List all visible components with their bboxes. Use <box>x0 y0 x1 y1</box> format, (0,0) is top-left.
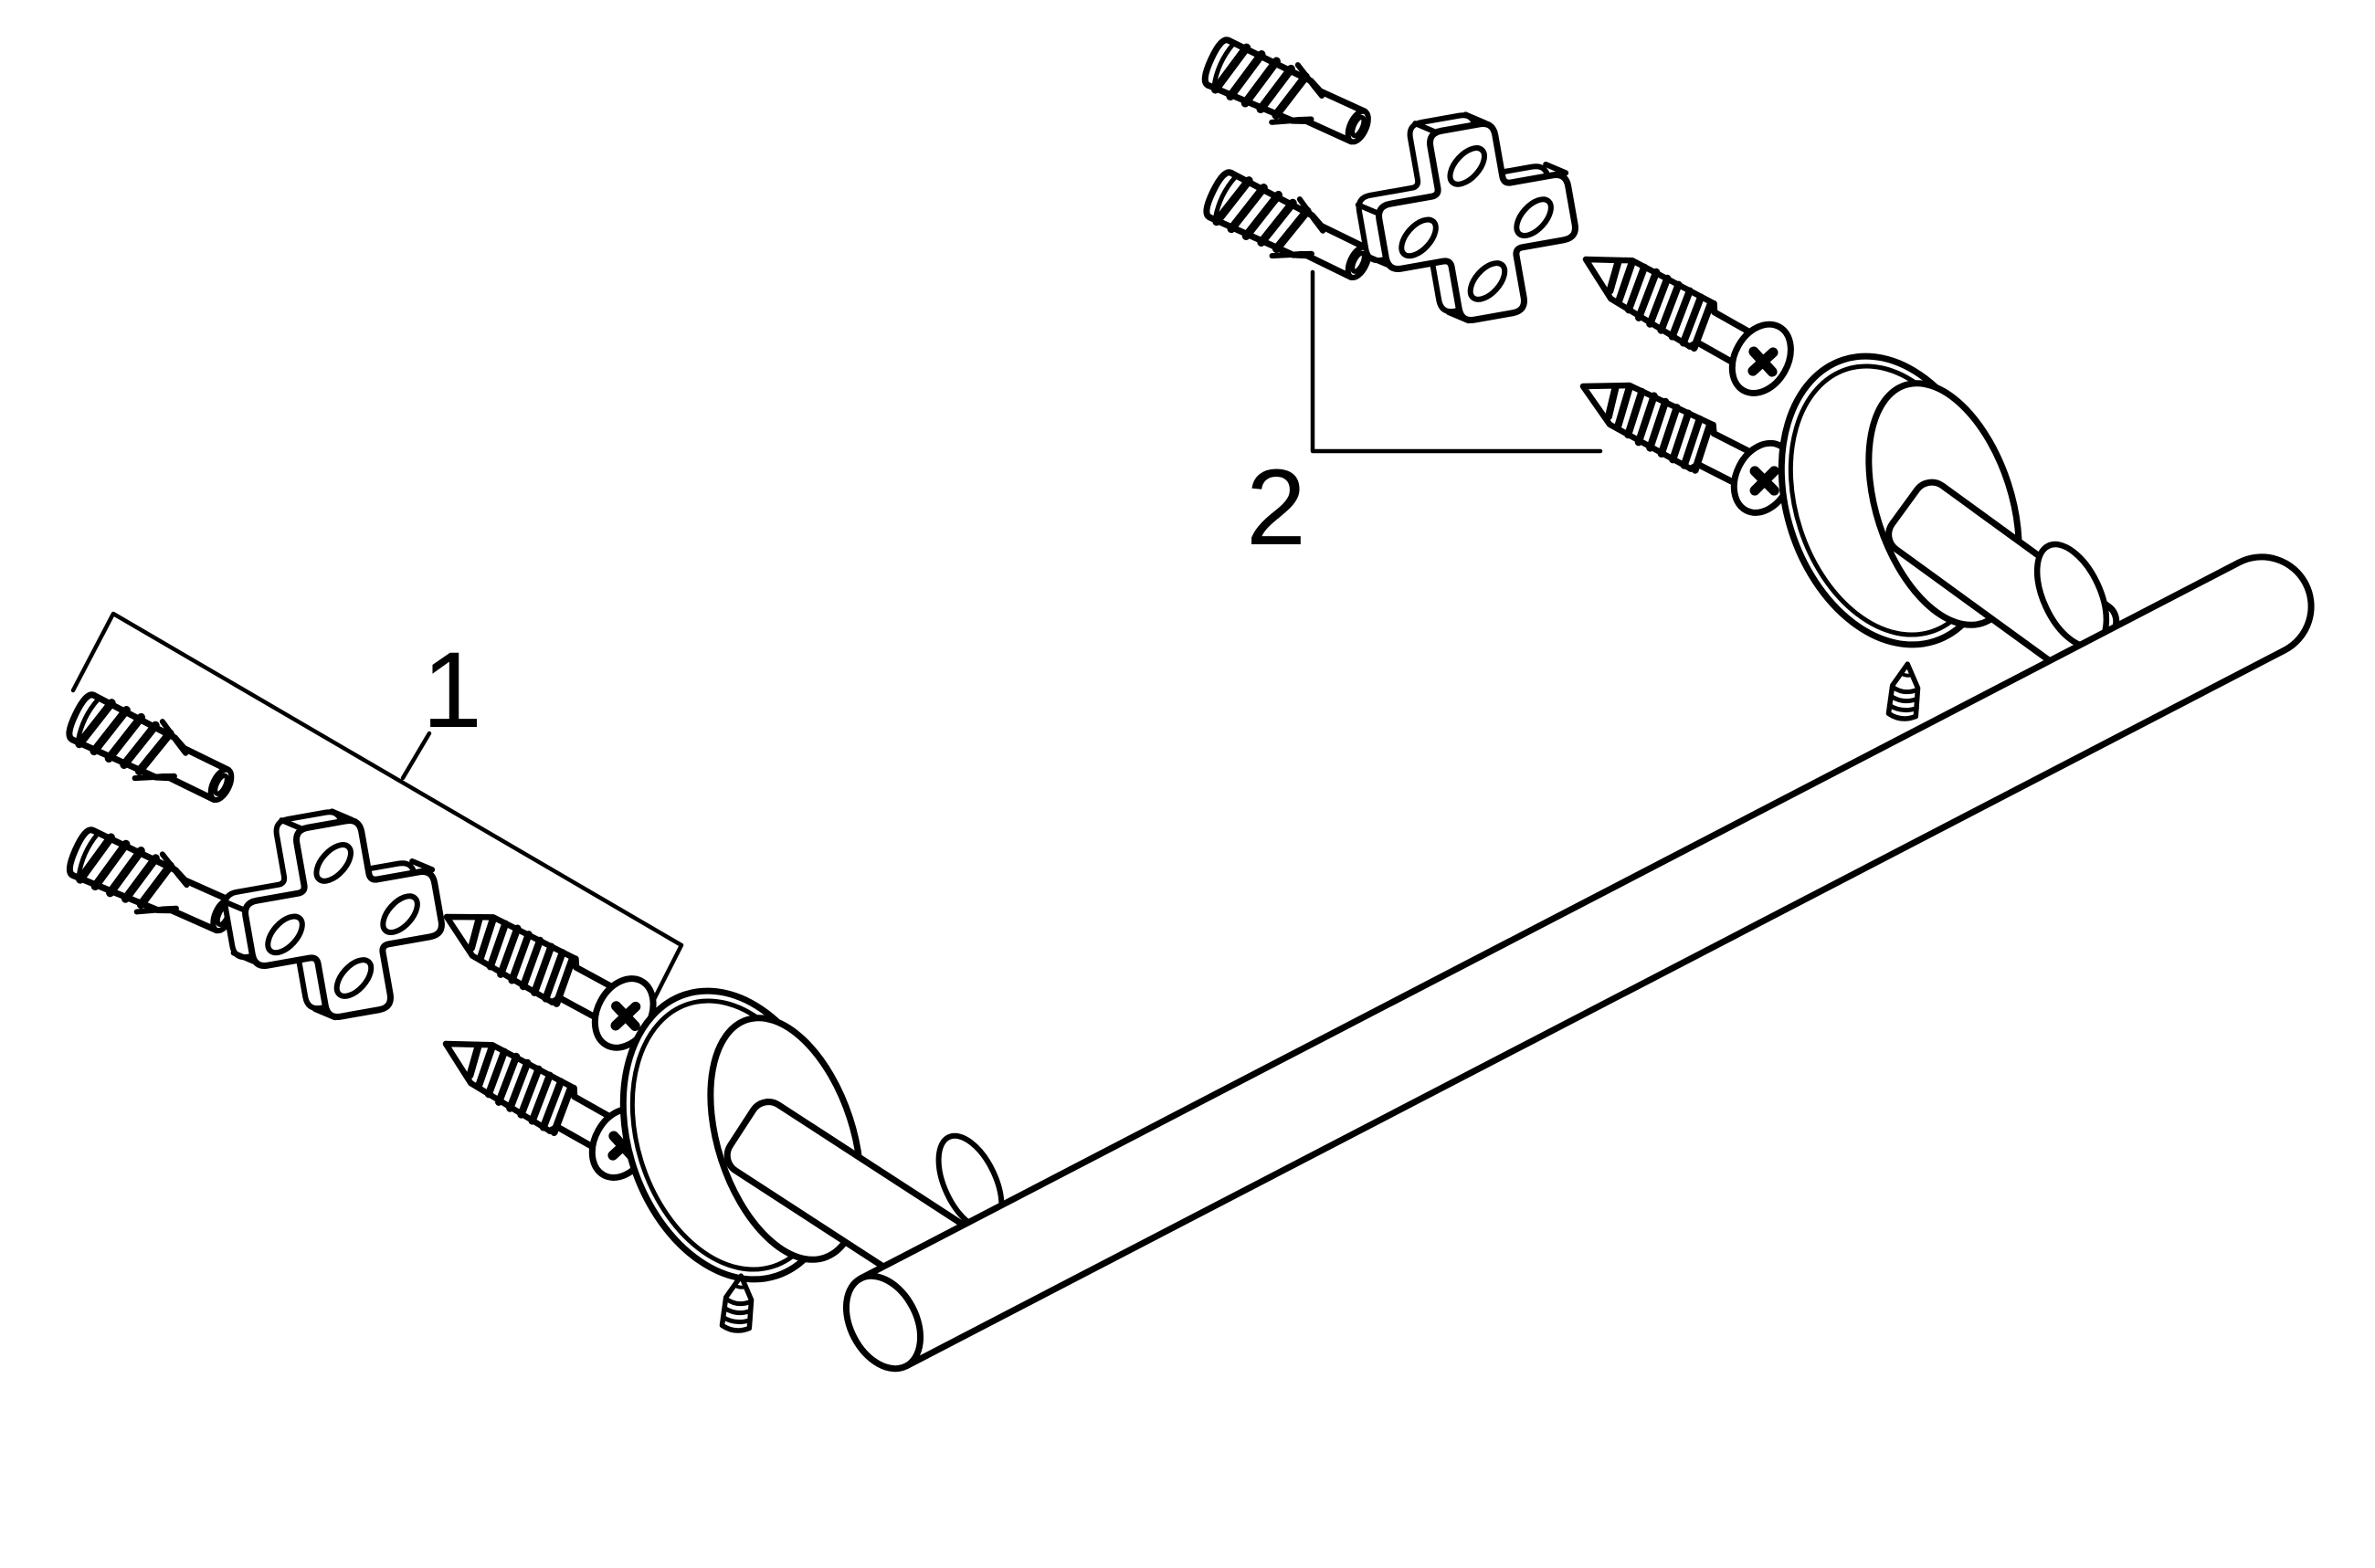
artwork: 1 2 <box>62 31 2315 1373</box>
towel-bar <box>857 553 2315 1370</box>
leader-line-step-1 <box>70 611 684 1018</box>
step-label-1: 1 <box>422 630 482 751</box>
step-label-2: 2 <box>1246 447 1306 568</box>
wall-plug-icon <box>62 686 242 817</box>
mounting-screw-icon <box>1568 227 1802 404</box>
step-labels: 1 2 <box>422 447 1306 751</box>
set-screw-icon <box>722 1275 755 1332</box>
leader-tick-step-1 <box>400 731 432 781</box>
right-rosette-flange <box>1746 328 2120 678</box>
leader-line-step-2 <box>1310 269 1603 454</box>
set-screw-icon <box>1888 663 1921 721</box>
mounting-screw-icon <box>429 885 665 1058</box>
cross-mounting-plate-icon <box>1346 100 1588 337</box>
cross-mounting-plate-icon <box>212 796 454 1034</box>
wall-plug-icon <box>62 821 243 948</box>
wall-plug-icon <box>1199 163 1379 295</box>
wall-plug-icon <box>1198 31 1378 159</box>
towel-bar-end-cap <box>842 1272 924 1373</box>
